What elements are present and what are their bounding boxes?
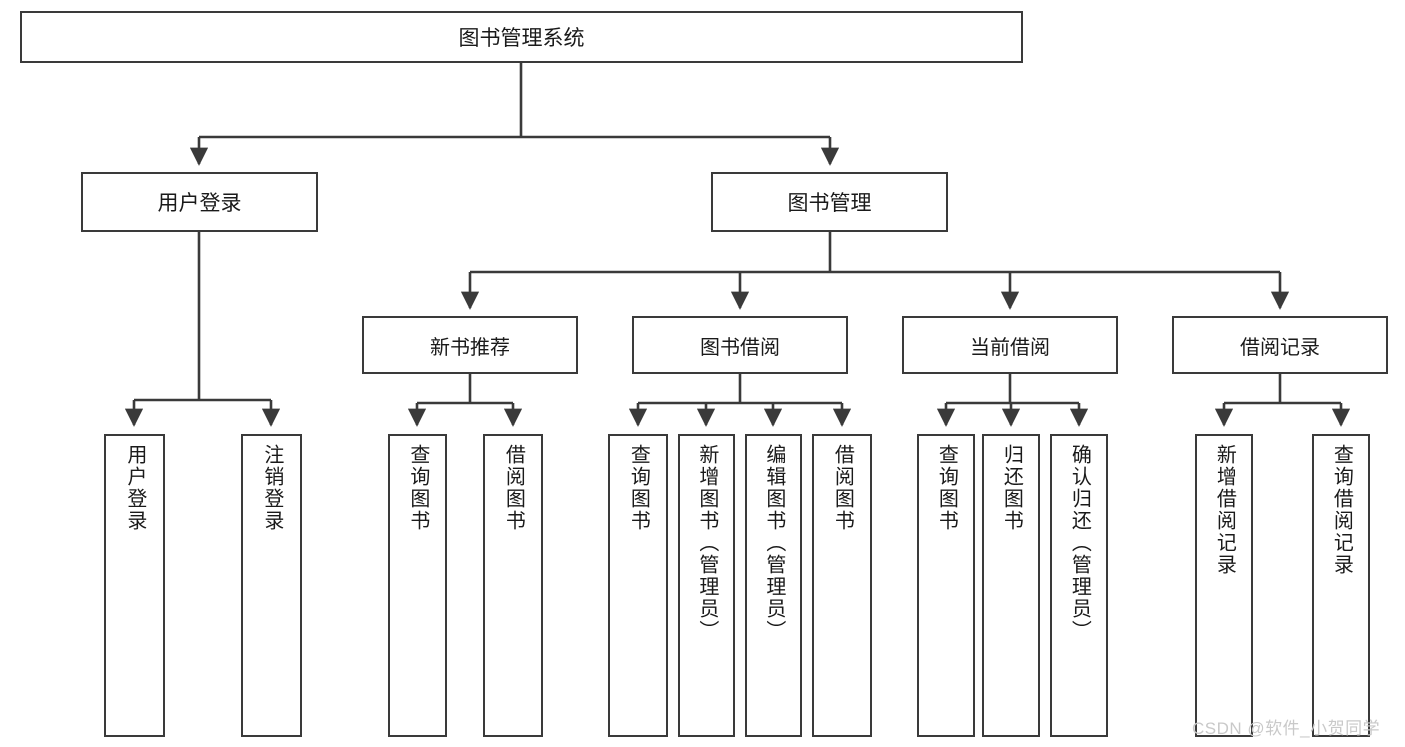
node-label: 借阅记录 [1240,336,1320,359]
node-label: 用户登录 [157,192,242,215]
leaf-current-query-book[interactable]: 查询图书 [917,434,975,737]
node-label: 当前借阅 [970,336,1050,359]
node-label: 借阅图书 [502,444,525,532]
leaf-record-query-record[interactable]: 查询借阅记录 [1312,434,1370,737]
node-label: 图书管理系统 [458,27,585,50]
leaf-recommend-query-book[interactable]: 查询图书 [388,434,447,737]
leaf-user-login-signin[interactable]: 用户登录 [104,434,165,737]
leaf-borrow-add-book-admin[interactable]: 新增图书（管理员） [678,434,735,737]
leaf-borrow-query-book[interactable]: 查询图书 [608,434,668,737]
leaf-current-return-book[interactable]: 归还图书 [982,434,1040,737]
node-label: 编辑图书（管理员） [762,444,785,642]
node-label: 图书管理 [787,192,872,215]
node-book-management[interactable]: 图书管理 [711,172,948,232]
node-borrow-record[interactable]: 借阅记录 [1172,316,1388,374]
watermark: CSDN @软件_小贺同学 [1192,719,1381,738]
node-label: 借阅图书 [831,444,854,532]
node-book-borrow[interactable]: 图书借阅 [632,316,848,374]
node-label: 查询图书 [935,444,958,532]
node-label: 新书推荐 [430,336,510,359]
node-label: 注销登录 [260,444,283,532]
node-label: 归还图书 [1000,444,1023,532]
node-current-borrow[interactable]: 当前借阅 [902,316,1118,374]
node-user-login[interactable]: 用户登录 [81,172,318,232]
leaf-current-confirm-return-admin[interactable]: 确认归还（管理员） [1050,434,1108,737]
node-label: 新增借阅记录 [1213,444,1236,576]
node-label: 确认归还（管理员） [1068,444,1091,642]
node-label: 查询图书 [406,444,429,532]
node-root-system[interactable]: 图书管理系统 [20,11,1023,63]
node-label: 图书借阅 [700,336,780,359]
leaf-record-add-record[interactable]: 新增借阅记录 [1195,434,1253,737]
leaf-user-login-signout[interactable]: 注销登录 [241,434,302,737]
leaf-recommend-borrow-book[interactable]: 借阅图书 [483,434,543,737]
node-new-book-recommend[interactable]: 新书推荐 [362,316,578,374]
leaf-borrow-edit-book-admin[interactable]: 编辑图书（管理员） [745,434,802,737]
node-label: 查询借阅记录 [1330,444,1353,576]
node-label: 用户登录 [123,444,146,532]
node-label: 查询图书 [627,444,650,532]
node-label: 新增图书（管理员） [695,444,718,642]
leaf-borrow-borrow-book[interactable]: 借阅图书 [812,434,872,737]
